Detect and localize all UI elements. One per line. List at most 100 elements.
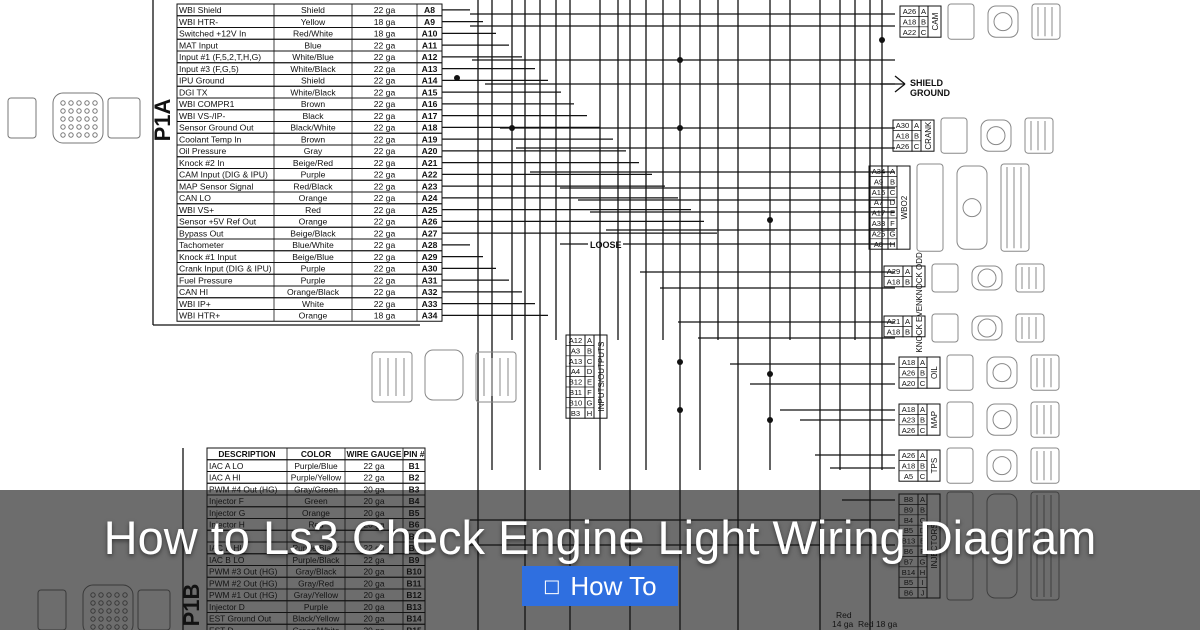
pin-description: WBI VS-/IP- xyxy=(179,111,225,121)
pin-number: A26 xyxy=(422,217,438,227)
connector-drawing-icon xyxy=(947,3,1061,40)
pin-number: A17 xyxy=(422,111,438,121)
connector-pin: B3 xyxy=(571,409,580,418)
pin-color: White/Blue xyxy=(292,52,334,62)
connector-letter: E xyxy=(890,209,895,218)
connector-pin: A26 xyxy=(902,426,916,435)
table-header: DESCRIPTION xyxy=(218,449,275,459)
pin-description: Tachometer xyxy=(179,240,224,250)
connector-name-block xyxy=(926,449,941,482)
wire-junction xyxy=(454,75,460,81)
connector-pin: A26 xyxy=(896,142,910,151)
wire-junction xyxy=(879,37,885,43)
io-connector-icon xyxy=(371,349,517,403)
leader-line xyxy=(894,83,906,93)
pin-description: DGI TX xyxy=(179,87,208,97)
pin-gauge: 22 ga xyxy=(374,40,396,50)
connector-letter: C xyxy=(920,472,926,481)
pin-gauge: 22 ga xyxy=(374,5,396,15)
connector-letter: A xyxy=(905,267,911,276)
pin-gauge: 22 ga xyxy=(374,181,396,191)
connector-drawing-icon xyxy=(946,447,1060,484)
pin-description: MAP Sensor Signal xyxy=(179,181,253,191)
connector-name-block xyxy=(926,403,941,436)
pin-number: A24 xyxy=(422,193,438,203)
p1a-plug-icon xyxy=(7,92,141,144)
connector-pin: A33 xyxy=(872,219,886,228)
pin-description: PWM #4 Out (HG) xyxy=(209,484,278,494)
shield-ground-label: GROUND xyxy=(910,88,950,98)
connector-pin: A4 xyxy=(571,367,580,376)
loose-label: LOOSE xyxy=(590,240,622,250)
connector-drawing-icon xyxy=(931,263,1045,293)
connector-letter: B xyxy=(920,368,925,377)
connector-letter: A xyxy=(921,7,927,16)
pin-gauge: 22 ga xyxy=(374,158,396,168)
pin-description: Sensor Ground Out xyxy=(179,123,254,133)
connector-pin: A18 xyxy=(902,405,916,414)
connector-pin: A34 xyxy=(872,167,886,176)
connector-letter: A xyxy=(920,358,926,367)
connector-pin: A17 xyxy=(872,209,886,218)
pin-description: Knock #1 Input xyxy=(179,252,237,262)
wire-junction xyxy=(677,57,683,63)
pin-gauge: 18 ga xyxy=(374,29,396,39)
connector-name: KNOCK EVEN xyxy=(915,300,924,353)
pin-gauge: 22 ga xyxy=(374,264,396,274)
pin-description: Bypass Out xyxy=(179,228,224,238)
connector-letter: C xyxy=(921,28,927,37)
connector-letter: E xyxy=(587,378,592,387)
connector-pin: A12 xyxy=(569,336,583,345)
connector-letter: G xyxy=(890,229,896,238)
pin-number: A18 xyxy=(422,123,438,133)
wire-junction xyxy=(767,371,773,377)
connector-pin: A16 xyxy=(872,188,886,197)
pin-gauge: 22 ga xyxy=(374,193,396,203)
pin-description: Fuel Pressure xyxy=(179,275,233,285)
pin-color: Purple/Blue xyxy=(294,461,338,471)
pin-gauge: 22 ga xyxy=(374,146,396,156)
connector-name-block xyxy=(920,119,935,152)
connector-pin: A18 xyxy=(887,277,901,286)
connector-letter: B xyxy=(920,461,925,470)
pin-gauge: 22 ga xyxy=(374,87,396,97)
wire-junction xyxy=(677,407,683,413)
pin-color: Gray/Green xyxy=(294,484,338,494)
pin-number: A19 xyxy=(422,134,438,144)
connector-name: TPS xyxy=(930,458,939,474)
connector-pin: A23 xyxy=(902,415,916,424)
connector-pin: A3 xyxy=(571,346,580,355)
pin-description: CAN HI xyxy=(179,287,208,297)
pin-description: Switched +12V In xyxy=(179,29,246,39)
leader-line xyxy=(894,75,906,85)
pin-gauge: 22 ga xyxy=(374,134,396,144)
pin-number: B3 xyxy=(409,484,420,494)
connector-name: KNOCK ODD xyxy=(915,252,924,301)
table-header: COLOR xyxy=(301,449,331,459)
connector-pin: A26 xyxy=(903,7,917,16)
pin-number: A10 xyxy=(422,29,438,39)
pin-number: A15 xyxy=(422,87,438,97)
pin-description: Input #1 (F,5,2,T,H,G) xyxy=(179,52,261,62)
connector-pin: A5 xyxy=(904,472,913,481)
pin-number: A9 xyxy=(424,17,435,27)
pin-color: Red/Black xyxy=(293,181,333,191)
pin-number: A21 xyxy=(422,158,438,168)
connector-letter: H xyxy=(587,409,592,418)
connector-name-block xyxy=(926,356,941,389)
pin-number: A8 xyxy=(424,5,435,15)
connector-drawing-icon xyxy=(946,354,1060,391)
connector-letter: B xyxy=(905,327,910,336)
connector-letter: B xyxy=(920,415,925,424)
connector-pin: A8 xyxy=(874,240,883,249)
category-badge[interactable]: □ How To xyxy=(522,566,678,606)
pin-description: WBI HTR- xyxy=(179,17,218,27)
pin-description: WBI VS+ xyxy=(179,205,214,215)
connector-letter: B xyxy=(890,177,895,186)
pin-number: A23 xyxy=(422,181,438,191)
connector-letter: H xyxy=(890,240,895,249)
shield-ground-label: SHIELD xyxy=(910,78,944,88)
pin-number: A11 xyxy=(422,40,438,50)
pin-number: A32 xyxy=(422,287,438,297)
connector-pin: A18 xyxy=(887,327,901,336)
